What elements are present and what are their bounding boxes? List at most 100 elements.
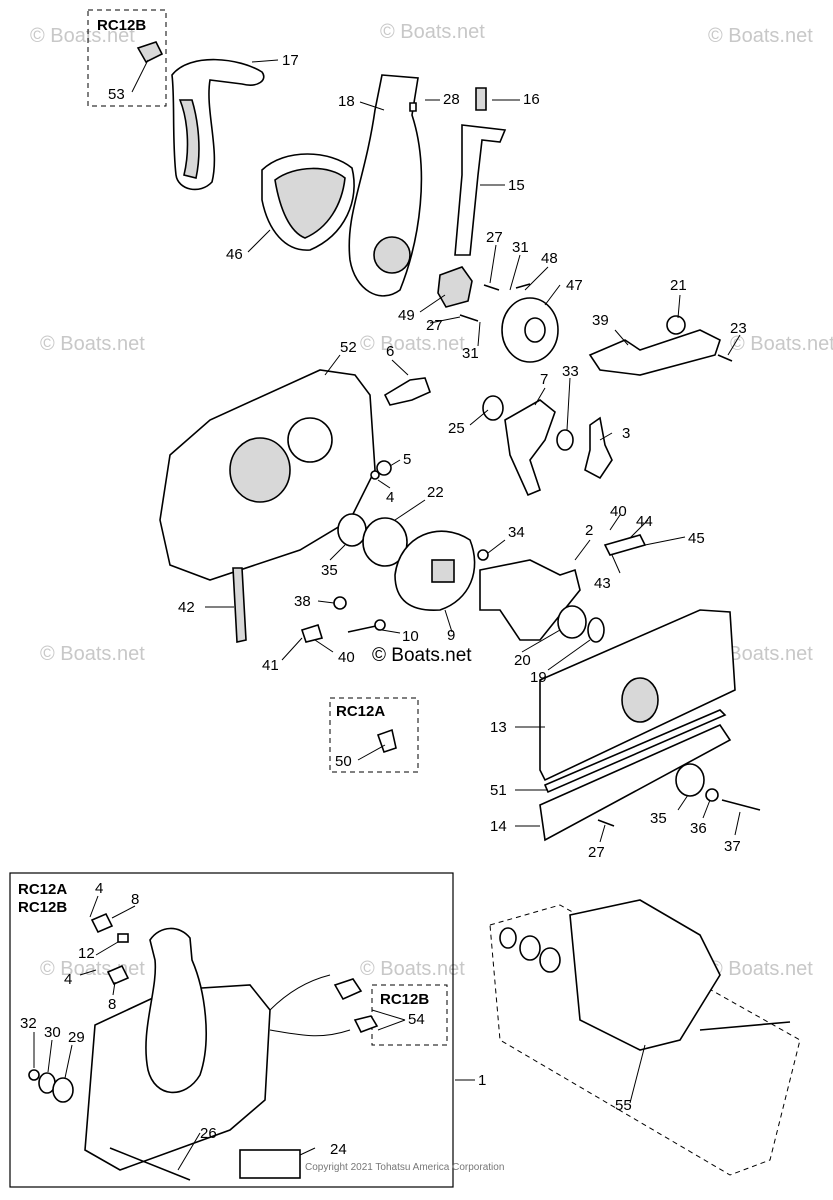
- watermark: © Boats.net: [730, 333, 833, 355]
- part-12: [117, 933, 129, 943]
- washer-36: [705, 788, 719, 802]
- watermark: © Boats.net: [360, 958, 465, 980]
- watermarks: © Boats.net © Boats.net © Boats.net © Bo…: [30, 21, 833, 980]
- assembly-box: [9, 872, 454, 1188]
- screw-27c: [597, 819, 615, 827]
- screw-23: [717, 354, 733, 362]
- ball-34: [477, 549, 489, 561]
- callout-35b: 35: [650, 810, 667, 827]
- callout-19: 19: [530, 669, 547, 686]
- watermark: © Boats.net: [708, 958, 813, 980]
- callout-50: 50: [335, 753, 352, 770]
- part-20: [557, 605, 587, 639]
- housing-bore-2: [287, 417, 333, 463]
- ring-19: [587, 617, 605, 643]
- callout-5: 5: [403, 451, 411, 468]
- bolt-26: [109, 1147, 191, 1181]
- part-drawings: [28, 41, 801, 1181]
- screw-27b: [459, 314, 479, 322]
- callout-7: 7: [540, 371, 548, 388]
- callout-42: 42: [178, 599, 195, 616]
- callout-20: 20: [514, 652, 531, 669]
- ring-22: [362, 517, 408, 567]
- lever-3: [584, 416, 613, 480]
- connector: [333, 978, 363, 1001]
- mounting-outline: [489, 904, 801, 1176]
- washer-5: [376, 460, 392, 476]
- callout-labels: 17 53 18 28 16 15 46 27 31 48 47 49 27 3…: [20, 52, 747, 1158]
- callout-27c: 27: [588, 844, 605, 861]
- throttle-box-housing: [569, 899, 721, 1051]
- housing-bore: [229, 437, 291, 503]
- assembly-handle: [145, 927, 207, 1094]
- washer-set-3: [539, 947, 561, 973]
- screw-27: [483, 284, 500, 291]
- callout-46: 46: [226, 246, 243, 263]
- callout-4: 4: [386, 489, 394, 506]
- part-32: [28, 1069, 40, 1081]
- cap-53: [136, 41, 164, 64]
- plate-bore: [621, 677, 659, 723]
- ring-35: [337, 513, 367, 547]
- callout-52: 52: [340, 339, 357, 356]
- arm-gear: [373, 236, 411, 274]
- callout-31b: 31: [462, 345, 479, 362]
- callout-39: 39: [592, 312, 609, 329]
- callout-51: 51: [490, 782, 507, 799]
- callout-26: 26: [200, 1125, 217, 1142]
- watermark: © Boats.net: [708, 25, 813, 47]
- group-label-rc12b-harness: RC12B: [380, 991, 429, 1008]
- group-label-rc12a: RC12A: [336, 703, 385, 720]
- ring-35b: [675, 763, 705, 797]
- callout-23: 23: [730, 320, 747, 337]
- callout-8a: 8: [131, 891, 139, 908]
- callout-8b: 8: [108, 996, 116, 1013]
- callout-34: 34: [508, 524, 525, 541]
- terminal-54: [353, 1015, 379, 1034]
- callout-30: 30: [44, 1024, 61, 1041]
- group-label-rc12b: RC12B: [97, 17, 146, 34]
- callout-29: 29: [68, 1029, 85, 1046]
- shaft-6: [383, 377, 432, 406]
- part-8-top: [90, 912, 114, 934]
- group-label-rc12a-assembly: RC12A: [18, 881, 67, 898]
- washer-21: [666, 315, 686, 335]
- bolt-37: [721, 799, 761, 811]
- callout-33: 33: [562, 363, 579, 380]
- watermark: © Boats.net: [360, 333, 465, 355]
- watermark: © Boats.net: [380, 21, 485, 43]
- callout-55: 55: [615, 1097, 632, 1114]
- callout-25: 25: [448, 420, 465, 437]
- callout-28: 28: [443, 91, 460, 108]
- clip-4: [370, 470, 380, 480]
- spring-16: [475, 87, 487, 111]
- callout-53: 53: [108, 86, 125, 103]
- rc12b-box: [87, 9, 167, 107]
- callout-9: 9: [447, 627, 455, 644]
- leader-lines: [33, 59, 741, 1171]
- part-29: [52, 1077, 74, 1103]
- callout-41: 41: [262, 657, 279, 674]
- callout-27b: 27: [426, 317, 443, 334]
- callout-32: 32: [20, 1015, 37, 1032]
- callout-31: 31: [512, 239, 529, 256]
- callout-4b: 4: [64, 971, 72, 988]
- screw-28: [409, 102, 417, 112]
- callout-4a: 4: [95, 880, 103, 897]
- rod-15: [454, 124, 507, 256]
- callout-35: 35: [321, 562, 338, 579]
- part-8-bottom: [106, 964, 130, 986]
- watermark: © Boats.net: [40, 333, 145, 355]
- callout-17: 17: [282, 52, 299, 69]
- watermark: © Boats.net: [30, 25, 135, 47]
- washer-set: [499, 927, 517, 949]
- callout-54: 54: [408, 1011, 425, 1028]
- callout-45: 45: [688, 530, 705, 547]
- copyright-text: Copyright 2021 Tohatsu America Corporati…: [305, 1162, 504, 1173]
- nut-10: [374, 619, 386, 631]
- clip-50: [376, 728, 397, 754]
- callout-44: 44: [636, 513, 653, 530]
- group-label-rc12b-assembly: RC12B: [18, 899, 67, 916]
- callout-21: 21: [670, 277, 687, 294]
- callout-36: 36: [690, 820, 707, 837]
